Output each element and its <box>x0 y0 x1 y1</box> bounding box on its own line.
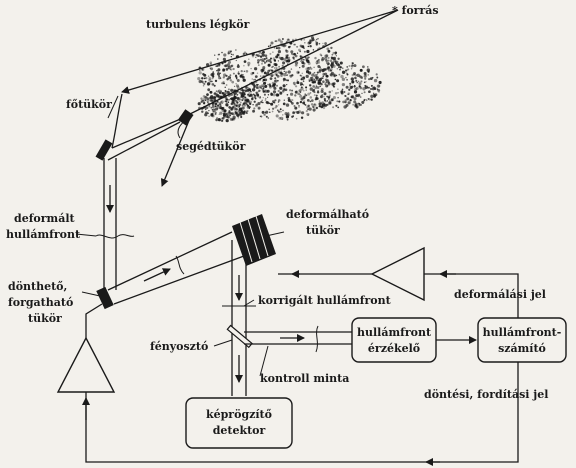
primary-mirror-curve <box>111 93 123 149</box>
tilt-signal-to-mirror <box>85 303 103 338</box>
ray-secondary-to-fold <box>107 121 181 161</box>
beam-splitter <box>226 324 253 349</box>
label-source: * forrás <box>392 4 439 17</box>
label-deformation-signal: deformálási jel <box>454 288 546 301</box>
detector-box <box>185 397 293 449</box>
ray-source-to-secondary <box>185 9 399 117</box>
label-tilt-signal: döntési, fordítási jel <box>424 388 548 401</box>
leader-control <box>259 345 269 377</box>
label-corrected-wavefront: korrigált hullámfront <box>258 294 392 307</box>
label-deformed-2: hullámfront <box>6 228 81 241</box>
label-tilt-3: tükör <box>28 312 62 325</box>
deform-amplifier <box>370 246 425 302</box>
leader-splitter <box>213 339 233 347</box>
tilt-signal-line <box>85 362 519 463</box>
ray-primary-to-secondary <box>111 114 191 149</box>
sensor-box-label-2: érzékelő <box>368 342 420 355</box>
label-deformed-1: deformált <box>14 212 75 225</box>
leader-tilt <box>81 291 101 297</box>
ray-source-to-primary <box>121 9 399 94</box>
label-secondary-mirror: segédtükör <box>176 140 246 153</box>
detector-box-label-1: képrögzítő <box>206 408 272 421</box>
sensor-box-label-1: hullámfront <box>357 326 432 339</box>
label-control-pattern: kontroll minta <box>260 372 349 385</box>
label-deformable-2: tükör <box>306 224 340 237</box>
wavefront-mid <box>175 255 185 275</box>
label-tilt-2: forgatható <box>8 296 73 309</box>
label-tilt-1: dönthető, <box>8 280 67 293</box>
wavefront-computer-box <box>477 317 567 363</box>
wavefront-sensor-box <box>351 317 437 363</box>
label-beam-splitter: fényosztó <box>150 340 208 353</box>
beam-arrow-right <box>143 268 171 282</box>
leader-corrected <box>243 299 255 307</box>
label-turbulent-atmosphere: turbulens légkör <box>146 18 250 31</box>
beam-lower-edge <box>113 255 245 305</box>
label-deformable-1: deformálható <box>286 208 369 221</box>
leader-deformed <box>75 233 97 237</box>
wavefront-distorted <box>95 234 135 239</box>
leader-deformable <box>265 231 285 237</box>
detector-box-label-2: detektor <box>213 424 266 437</box>
secondary-mirror <box>177 109 194 126</box>
leader-primary <box>107 95 119 119</box>
computer-box-label-1: hullámfront- <box>483 326 562 339</box>
tilt-amplifier <box>56 336 116 393</box>
tip-tilt-mirror <box>96 286 114 310</box>
computer-box-label-2: számító <box>498 342 546 355</box>
leader-secondary <box>177 119 187 139</box>
wavefront-sensor-side <box>315 325 319 353</box>
label-primary-mirror: főtükör <box>66 98 112 111</box>
deformable-mirror <box>232 214 276 266</box>
turbulent-atmosphere-cloud <box>197 36 382 123</box>
ray-secondary-down <box>160 117 191 187</box>
fold-mirror-top <box>95 139 113 161</box>
beam-upper-edge <box>107 231 233 291</box>
